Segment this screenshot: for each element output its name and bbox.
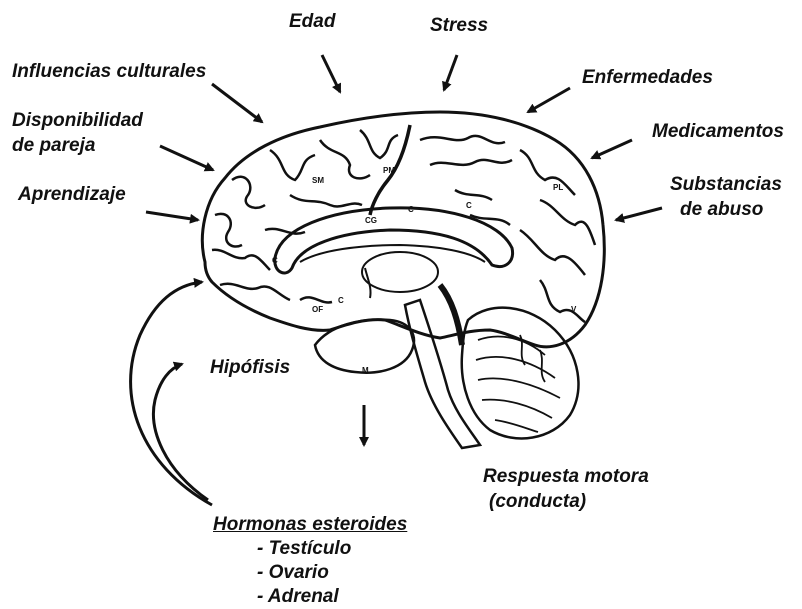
label-substancias: Substancias de abuso <box>670 172 782 222</box>
hormone-feedback-arrow-outer <box>131 282 212 505</box>
svg-text:M: M <box>362 366 369 375</box>
svg-text:SM: SM <box>312 176 324 185</box>
label-medicamentos: Medicamentos <box>652 120 784 144</box>
hormonas-item-ovario: - Ovario <box>213 561 407 585</box>
label-substancias-line1: Substancias <box>670 172 782 197</box>
label-disponibilidad: Disponibilidad de pareja <box>12 108 143 158</box>
hormonas-item-adrenal: - Adrenal <box>213 585 407 609</box>
label-disponibilidad-line2: de pareja <box>12 133 143 158</box>
svg-text:V: V <box>571 305 577 314</box>
label-disponibilidad-line1: Disponibilidad <box>12 108 143 133</box>
label-hipofisis: Hipófisis <box>210 356 290 380</box>
brainstem <box>405 300 480 448</box>
svg-text:C: C <box>272 256 278 265</box>
label-influencias-culturales: Influencias culturales <box>12 60 206 84</box>
label-respuesta-motora: Respuesta motora (conducta) <box>483 464 649 514</box>
label-stress: Stress <box>430 14 488 38</box>
label-aprendizaje: Aprendizaje <box>18 183 126 207</box>
svg-text:C: C <box>338 296 344 305</box>
svg-text:C: C <box>466 201 472 210</box>
hormonas-item-testiculo: - Testículo <box>213 537 407 561</box>
svg-text:C: C <box>408 205 414 214</box>
hormonas-title: Hormonas esteroides <box>213 513 407 537</box>
svg-text:OF: OF <box>312 305 323 314</box>
label-respuesta-line1: Respuesta motora <box>483 464 649 489</box>
label-edad: Edad <box>289 10 335 34</box>
label-respuesta-line2: (conducta) <box>483 489 649 514</box>
label-substancias-line2: de abuso <box>670 197 782 222</box>
svg-text:PM: PM <box>383 166 395 175</box>
svg-text:PL: PL <box>553 183 563 192</box>
svg-text:CG: CG <box>365 216 377 225</box>
hormonas-block: Hormonas esteroides - Testículo - Ovario… <box>213 513 407 609</box>
hormone-feedback-arrow-inner <box>153 364 208 500</box>
label-enfermedades: Enfermedades <box>582 66 713 90</box>
temporal-lobe <box>315 320 414 373</box>
cerebellum <box>462 308 579 439</box>
